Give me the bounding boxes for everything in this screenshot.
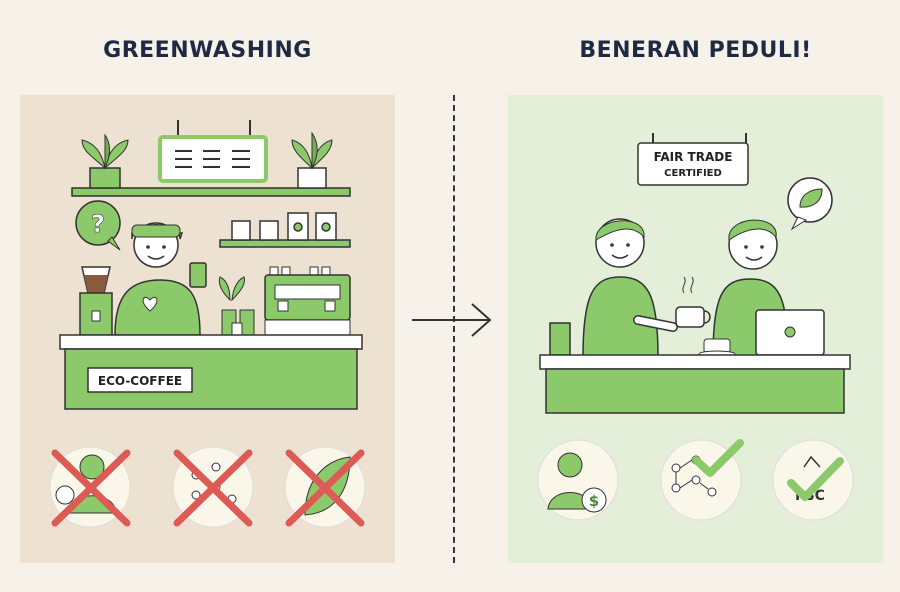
fair-pay-badge: $: [537, 439, 619, 521]
plant-icon: [291, 131, 333, 189]
question-bubble: ?: [75, 200, 121, 251]
espresso-machine-icon: [264, 266, 351, 336]
dollar-sign: $: [589, 492, 599, 510]
eco-coffee-sign: [87, 367, 193, 393]
crossed-person-money-badge: [49, 446, 131, 528]
top-shelf: [71, 187, 351, 197]
certified-label: CERTIFIED: [664, 168, 722, 179]
phone-icon: [189, 262, 207, 288]
coffee-bag-icon: [549, 322, 571, 356]
crossed-network-badge: [172, 446, 254, 528]
small-plant-icon: [218, 276, 255, 336]
plant-icon: [81, 133, 129, 189]
barista-figure: [582, 218, 678, 358]
verified-network-badge: [660, 439, 744, 521]
counter-body: [545, 368, 845, 414]
counter-top: [59, 334, 363, 350]
mid-shelf: [219, 239, 351, 248]
dashed-divider: [453, 95, 455, 563]
barista-figure: [114, 222, 207, 336]
laptop-icon: [755, 309, 825, 356]
fsc-badge: FSC: [772, 439, 854, 521]
fair-trade-label: FAIR TRADE: [654, 150, 733, 164]
menu-board: [158, 120, 268, 183]
grinder-icon: [79, 266, 113, 336]
crossed-leaf-badge: [284, 446, 366, 528]
greenwashing-panel: ?: [20, 95, 395, 563]
counter-top: [539, 354, 851, 370]
question-mark: ?: [91, 210, 105, 238]
coffee-cup-icon: [675, 276, 711, 328]
eco-coffee-label: ECO-COFFEE: [98, 374, 182, 388]
beneran-peduli-title: BENERAN PEDULI!: [579, 38, 812, 63]
jar-icons: [231, 212, 337, 241]
arrow-right-icon: [412, 303, 492, 337]
fair-trade-sign: FAIR TRADE CERTIFIED: [637, 133, 749, 186]
leaf-speech-bubble: [787, 177, 833, 231]
greenwashing-title: GREENWASHING: [103, 38, 312, 63]
beneran-peduli-panel: FAIR TRADE CERTIFIED: [508, 95, 883, 563]
